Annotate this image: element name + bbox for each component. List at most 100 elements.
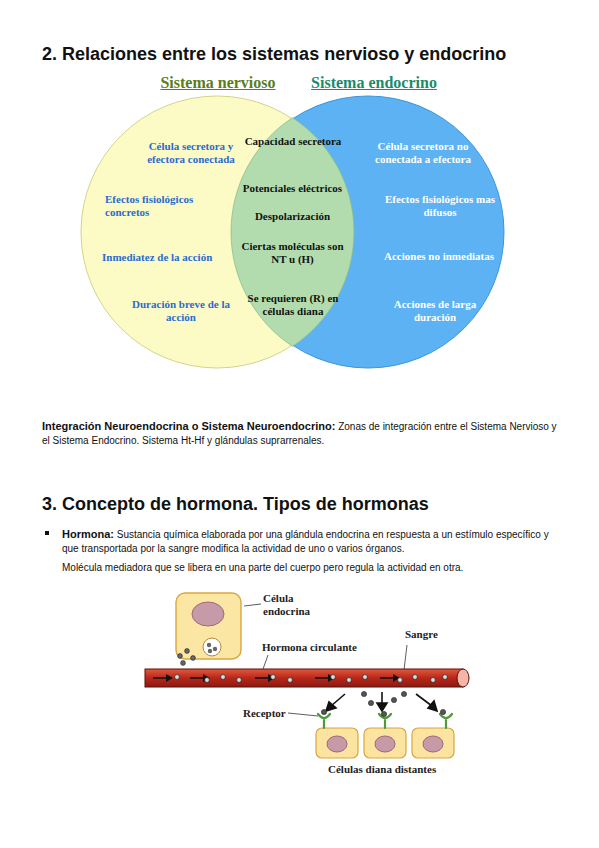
- label-text: Células diana distantes: [328, 763, 436, 775]
- illustration-label: Hormona circulante: [262, 641, 392, 654]
- svg-path: [318, 714, 330, 728]
- hormone-dot: [207, 643, 211, 647]
- venn-overlap-fill: [231, 118, 354, 347]
- svg-ellipse: [375, 736, 395, 752]
- cell-body: [176, 593, 241, 659]
- svg-circle: [368, 700, 373, 705]
- hormone-dot: [205, 678, 210, 683]
- svg-polygon: [377, 703, 387, 711]
- svg-line: [416, 694, 432, 706]
- venn-item: Acciones no inmediatas: [377, 250, 501, 263]
- secretion-dots: [178, 649, 196, 666]
- venn-item: Célula secretora no conectada a efectora: [365, 140, 481, 166]
- venn-item: Despolarización: [231, 210, 354, 223]
- flow-arrow: [190, 677, 204, 679]
- section-heading: 3. Concepto de hormona. Tipos de hormona…: [42, 494, 562, 515]
- flow-arrow: [153, 677, 167, 679]
- endocrine-cell: Célula endocrina: [175, 592, 242, 660]
- flow-arrow-head: [166, 674, 173, 682]
- svg-path: [379, 714, 391, 728]
- svg-circle: [440, 709, 445, 714]
- hormone-dot: [398, 678, 403, 683]
- svg-ellipse: [423, 736, 443, 752]
- svg-line: [381, 692, 383, 704]
- flow-arrow: [380, 677, 394, 679]
- flow-arrow-head: [268, 674, 275, 682]
- svg-line: [244, 604, 261, 606]
- paragraph: Molécula mediadora que se libera en una …: [62, 561, 567, 575]
- hormone-dot: [175, 675, 180, 680]
- svg-line: [404, 645, 407, 670]
- hormone-dot: [443, 675, 448, 680]
- vessel-end: [457, 669, 469, 687]
- shape-outline: [175, 592, 242, 660]
- hormone-dot: [213, 647, 217, 651]
- svg-line: [288, 713, 318, 716]
- venn-overlap: Capacidad secretoraPotenciales eléctrico…: [231, 118, 354, 346]
- hormone-dot: [271, 675, 276, 680]
- venn-item: Ciertas moléculas son NT u (H): [235, 240, 350, 266]
- secretory-vesicle: [203, 638, 221, 656]
- hormone-dot: [431, 678, 436, 683]
- venn-item: Inmediatez de la acción: [102, 251, 242, 264]
- svg-ellipse: [327, 736, 347, 752]
- svg-rect: [412, 728, 454, 758]
- target-cells: [316, 728, 454, 758]
- cell-nucleus: [192, 602, 224, 626]
- svg-circle: [361, 691, 366, 696]
- hormone-dot: [413, 675, 418, 680]
- hormone-dot: [347, 678, 352, 683]
- flow-arrow: [315, 677, 329, 679]
- illustration-label: Células diana distantes: [328, 763, 478, 776]
- hormone-arrows: [326, 692, 437, 711]
- svg-polygon: [428, 701, 437, 711]
- flow-arrow-head: [203, 674, 210, 682]
- venn-circle-fill: [81, 96, 353, 368]
- section-heading: 2. Relaciones entre los sistemas nervios…: [42, 44, 506, 65]
- svg-circle: [401, 691, 406, 696]
- vessel-label: Sangre: [405, 628, 465, 641]
- leader-lines: [244, 604, 407, 716]
- svg-circle: [321, 709, 326, 714]
- venn-item: Capacidad secretora: [239, 135, 347, 148]
- svg-circle: [191, 656, 196, 661]
- hormone-dot: [237, 678, 242, 683]
- blood-vessel: Sangre: [145, 668, 470, 688]
- label-text: 3. Concepto de hormona. Tipos de hormona…: [42, 494, 429, 514]
- free-hormones: [321, 691, 445, 716]
- cell-label: Célula endocrina: [263, 592, 335, 618]
- venn-item: Potenciales eléctricos: [223, 182, 362, 195]
- paragraph: Integración Neuroendocrina o Sistema Neu…: [42, 419, 562, 448]
- label-text: Hormona circulante: [262, 641, 357, 653]
- circle-heading: Sistema nervioso: [138, 74, 298, 92]
- circle-heading: Sistema endocrino: [289, 74, 459, 92]
- venn-item: Efectos fisiológicos concretos: [105, 193, 209, 219]
- svg-line: [331, 694, 345, 706]
- hormone-dot: [221, 675, 226, 680]
- hormone-dot: [331, 675, 336, 680]
- venn-circle-fill: [232, 96, 504, 368]
- svg-circle: [391, 697, 396, 702]
- label-text: Receptor: [243, 707, 286, 719]
- svg-circle: [181, 661, 186, 666]
- hormone-dot: [363, 675, 368, 680]
- svg-path: [440, 714, 452, 728]
- bullet-square: [45, 531, 49, 535]
- vessel-band: [145, 669, 463, 687]
- receptor-symbols: [318, 714, 452, 728]
- svg-rect: [316, 728, 358, 758]
- label-text: Sustancia química elaborada por una glán…: [62, 529, 549, 554]
- term-label: Integración Neuroendocrina o Sistema Neu…: [42, 420, 335, 432]
- venn-item: Célula secretora y efectora conectada: [132, 140, 250, 166]
- venn-item: Se requieren (R) en células diana: [239, 292, 347, 318]
- label-text: Molécula mediadora que se libera en una …: [62, 562, 463, 573]
- hormone-dot: [288, 678, 293, 683]
- svg-circle: [185, 649, 190, 654]
- flow-arrow-head: [328, 674, 335, 682]
- svg-circle: [381, 711, 386, 716]
- svg-polygon: [326, 702, 336, 711]
- svg-circle: [178, 654, 183, 659]
- venn-item: Acciones de larga duración: [383, 298, 487, 324]
